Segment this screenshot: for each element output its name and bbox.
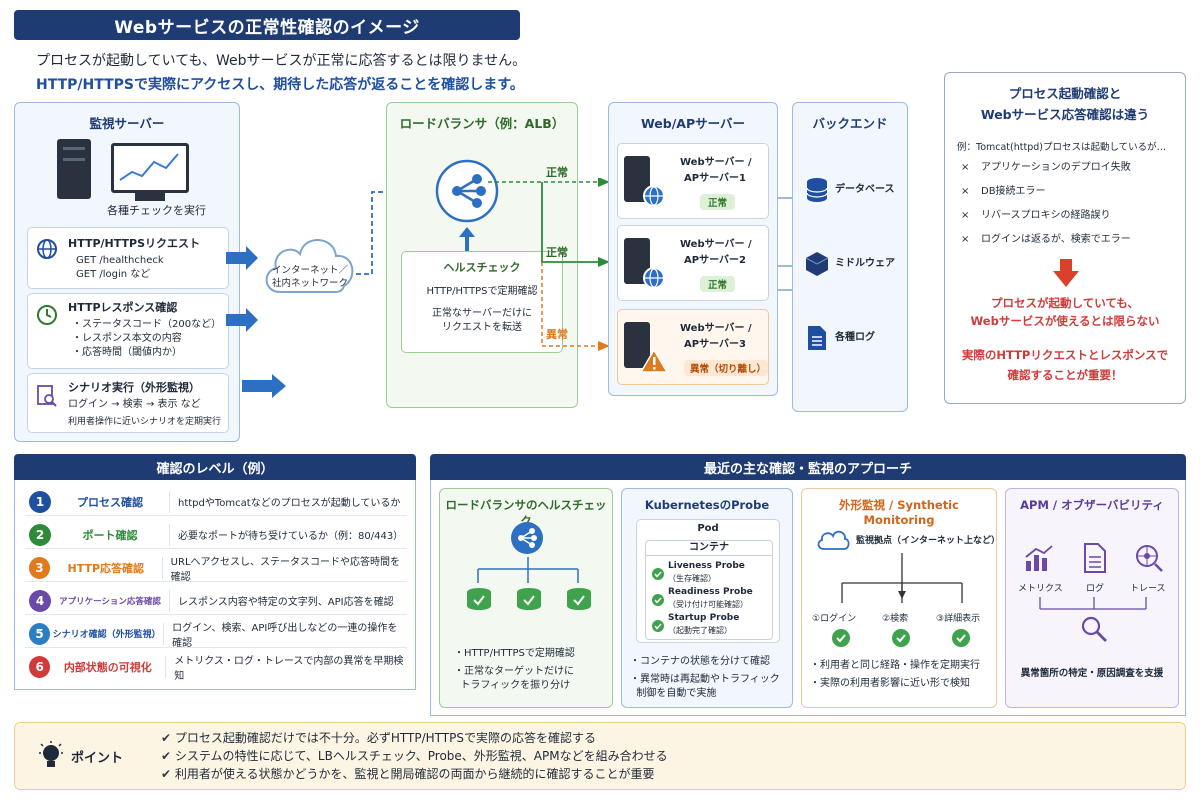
server-card-2: Webサーバー / APサーバー2 正常 [617, 225, 769, 301]
intro-line-1: プロセスが起動していても、Webサービスが正常に応答するとは限りません。 [36, 53, 527, 69]
status-badge: 正常 [700, 276, 736, 292]
levels-title: 確認のレベル（例） [14, 454, 416, 480]
approach-apm: APM / オブザーバビリティ メトリクス ログ トレース 異常箇所の特定・原因… [1005, 488, 1179, 708]
load-balancer-panel: ロードバランサ（例：ALB） ヘルスチェック HTTP/HTTPSで定期確認 正… [386, 102, 578, 408]
cross-icon: × [961, 162, 970, 173]
cloud-icon [816, 527, 850, 555]
lb-to-server-arrows [488, 178, 610, 351]
status-badge: 正常 [700, 194, 736, 210]
monitor-caption: 各種チェックを実行 [107, 204, 206, 217]
point-line-1: ✔ プロセス起動確認だけでは不十分。必ずHTTP/HTTPSで実際の応答を確認す… [161, 731, 596, 745]
cross-icon: × [961, 210, 970, 221]
cloud-icon [258, 222, 362, 310]
log-document-icon [807, 325, 827, 355]
search-icon [1080, 615, 1108, 647]
web-title: Web/APサーバー [640, 116, 746, 131]
backend-title: バックエンド [812, 116, 888, 131]
route-label-1: 正常 [546, 166, 568, 179]
check-http-request: HTTP/HTTPSリクエスト GET /healthcheck GET /lo… [27, 227, 229, 289]
check-circle-icon [952, 629, 970, 651]
point-box: ポイント ✔ プロセス起動確認だけでは不十分。必ずHTTP/HTTPSで実際の応… [14, 722, 1186, 790]
approaches-title: 最近の主な確認・監視のアプローチ [430, 454, 1186, 480]
status-badge: 異常（切り離し） [684, 360, 768, 376]
globe-icon [36, 238, 58, 264]
cloud-label: インターネット／ 社内ネットワーク [271, 265, 348, 289]
lb-share-icon [510, 521, 544, 559]
db-check-icon [516, 587, 542, 615]
monitor-arrows [226, 246, 286, 398]
down-arrow-icon [1053, 259, 1079, 287]
comparison-panel: プロセス起動確認と Webサービス応答確認は違う 例：Tomcat(httpd)… [944, 72, 1186, 404]
check-circle-icon [892, 629, 910, 651]
lightbulb-icon [37, 741, 65, 777]
database-icon [805, 177, 829, 207]
server-card-1: Webサーバー / APサーバー1 正常 [617, 143, 769, 219]
intro-line-2: HTTP/HTTPSで実際にアクセスし、期待した応答が返ることを確認します。 [36, 77, 524, 93]
check-scenario: シナリオ実行（外形監視） ログイン → 検索 → 表示 など 利用者操作に近いシ… [27, 373, 229, 433]
globe-icon [642, 184, 666, 212]
pod-box: Pod コンテナ Liveness Probe （生存確認） Readiness… [636, 519, 780, 643]
page-title: Webサービスの正常性確認のイメージ [14, 10, 520, 40]
container-box: コンテナ Liveness Probe （生存確認） Readiness Pro… [645, 540, 773, 640]
cross-icon: × [961, 234, 970, 245]
clock-icon [36, 304, 58, 330]
monitor-chart-icon [111, 143, 189, 193]
cross-icon: × [961, 186, 970, 197]
backend-panel: バックエンド データベース ミドルウェア 各種ログ [792, 102, 908, 412]
health-check-card: ヘルスチェック HTTP/HTTPSで定期確認 正常なサーバーだけに リクエスト… [401, 251, 563, 353]
route-label-2: 正常 [546, 246, 568, 259]
server-card-3: Webサーバー / APサーバー3 異常（切り離し） [617, 309, 769, 385]
warning-icon [639, 348, 669, 378]
monitor-server-panel: 監視サーバー 各種チェックを実行 HTTP/HTTPSリクエスト GET /he… [14, 102, 240, 442]
server-icon [624, 322, 650, 368]
approach-synthetic: 外形監視 / Synthetic Monitoring 監視拠点（インターネット… [801, 488, 1000, 708]
lb-title: ロードバランサ（例：ALB） [399, 116, 565, 131]
middleware-cube-icon [805, 251, 829, 281]
db-check-icon [566, 587, 592, 615]
approach-k8s-probe: KubernetesのProbe Pod コンテナ Liveness Probe… [621, 488, 793, 708]
globe-icon [642, 266, 666, 294]
log-document-icon [1084, 543, 1106, 577]
check-circle-icon [652, 565, 664, 584]
server-icon [57, 139, 91, 199]
point-label: ポイント [71, 751, 124, 766]
db-check-icon [466, 587, 492, 615]
lb-share-icon [435, 159, 499, 227]
check-circle-icon [652, 617, 664, 636]
trace-search-icon [1134, 543, 1164, 577]
web-ap-panel: Web/APサーバー Webサーバー / APサーバー1 正常 Webサーバー … [608, 102, 778, 396]
check-circle-icon [832, 629, 850, 651]
point-line-3: ✔ 利用者が使える状態かどうかを、監視と開局確認の両面から継続的に確認することが… [161, 767, 655, 781]
check-circle-icon [652, 591, 664, 610]
approach-lb-health: ロードバランサのヘルスチェック ・HTTP/HTTPSで定期確認 ・正常なターゲ… [439, 488, 613, 708]
check-http-response: HTTPレスポンス確認 ・ステータスコード（200など） ・レスポンス本文の内容… [27, 293, 229, 369]
metrics-chart-icon [1024, 545, 1054, 577]
approaches-panel: ロードバランサのヘルスチェック ・HTTP/HTTPSで定期確認 ・正常なターゲ… [430, 480, 1186, 716]
monitor-title: 監視サーバー [89, 116, 165, 131]
point-line-2: ✔ システムの特性に応じて、LBヘルスチェック、Probe、外形監視、APMなど… [161, 749, 668, 763]
route-label-3: 異常 [546, 328, 568, 341]
scenario-search-icon [36, 384, 58, 412]
